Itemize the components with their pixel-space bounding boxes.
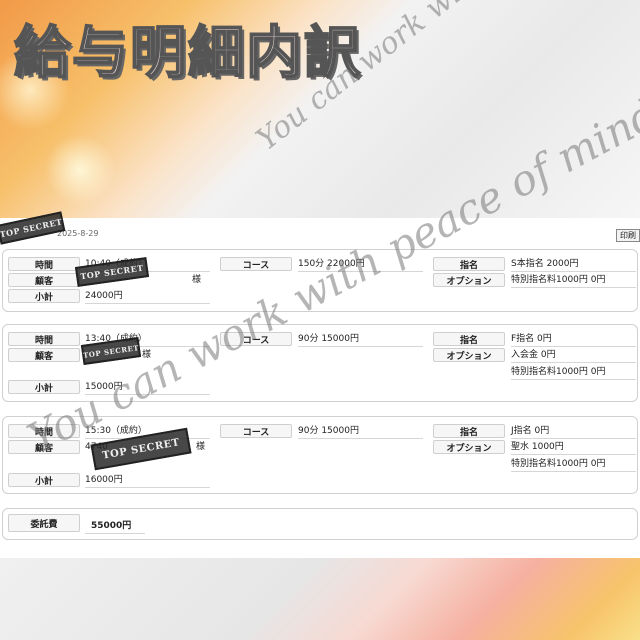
option-value: 入会金 0円 <box>511 350 556 360</box>
divider <box>85 487 210 488</box>
divider <box>85 303 210 304</box>
background-bottom-decoration <box>0 555 640 640</box>
time-value: 15:30（成約） <box>85 426 147 436</box>
nomination-value: J指名 0円 <box>511 426 550 436</box>
page-title: 給与明細内訳 <box>13 20 362 87</box>
divider <box>298 346 423 347</box>
commission-label: 委託費 <box>8 514 80 532</box>
option-label: オプション <box>433 348 505 362</box>
customer-label: 顧客 <box>8 440 80 454</box>
option-value: 聖水 1000円 <box>511 442 564 452</box>
record-card-2 <box>2 324 638 402</box>
option-value: 特別指名料1000円 0円 <box>511 275 606 285</box>
subtotal-label: 小計 <box>8 473 80 487</box>
divider <box>85 346 210 347</box>
course-value: 90分 15000円 <box>298 426 359 436</box>
nomination-label: 指名 <box>433 424 505 438</box>
divider <box>511 471 636 472</box>
time-label: 時間 <box>8 332 80 346</box>
divider <box>511 362 636 363</box>
customer-suffix: 様 <box>196 442 206 452</box>
option-label: オプション <box>433 440 505 454</box>
course-label: コース <box>220 257 292 271</box>
subtotal-label: 小計 <box>8 380 80 394</box>
customer-suffix: 様 <box>142 350 152 360</box>
divider <box>511 438 636 439</box>
option-value: 特別指名料1000円 0円 <box>511 459 606 469</box>
nomination-value: S本指名 2000円 <box>511 259 579 269</box>
time-value: 13:40（成約） <box>85 334 147 344</box>
customer-label: 顧客 <box>8 348 80 362</box>
divider <box>511 287 636 288</box>
divider <box>511 271 636 272</box>
nomination-label: 指名 <box>433 257 505 271</box>
time-label: 時間 <box>8 257 80 271</box>
nomination-value: F指名 0円 <box>511 334 552 344</box>
total-card <box>2 508 638 540</box>
course-value: 150分 22000円 <box>298 259 365 269</box>
course-label: コース <box>220 424 292 438</box>
subtotal-value: 15000円 <box>85 382 123 392</box>
commission-value: 55000円 <box>91 521 132 531</box>
subtotal-value: 24000円 <box>85 291 123 301</box>
print-button[interactable]: 印刷 <box>616 229 640 242</box>
divider <box>85 394 210 395</box>
divider <box>298 438 423 439</box>
option-value: 特別指名料1000円 0円 <box>511 367 606 377</box>
option-label: オプション <box>433 273 505 287</box>
customer-label: 顧客 <box>8 273 80 287</box>
divider <box>85 533 145 534</box>
subtotal-value: 16000円 <box>85 475 123 485</box>
divider <box>511 379 636 380</box>
statement-date: 2025-8-29 <box>57 229 99 238</box>
course-value: 90分 15000円 <box>298 334 359 344</box>
divider <box>511 346 636 347</box>
divider <box>298 271 423 272</box>
subtotal-label: 小計 <box>8 289 80 303</box>
course-label: コース <box>220 332 292 346</box>
background-top-decoration <box>0 0 640 220</box>
nomination-label: 指名 <box>433 332 505 346</box>
time-label: 時間 <box>8 424 80 438</box>
divider <box>511 454 636 455</box>
customer-suffix: 様 <box>192 275 202 285</box>
